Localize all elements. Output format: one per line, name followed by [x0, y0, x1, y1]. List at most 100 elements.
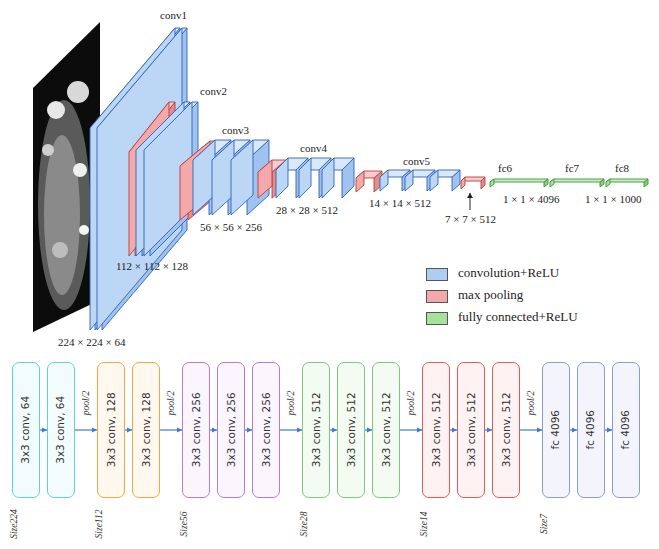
ct-blob: [52, 242, 68, 258]
flow-arrow: [605, 429, 612, 430]
dimension-label: 14 × 14 × 512: [369, 197, 431, 210]
conv-block-face: [299, 158, 311, 198]
legend-swatch: [426, 268, 448, 281]
pool-block-face: [258, 160, 272, 198]
flow-arrow: [40, 429, 47, 430]
pool-label: pool/2: [406, 391, 416, 415]
layer-label: 3x3 conv, 128: [140, 393, 152, 468]
size-label: Size7: [539, 514, 550, 534]
layer-label: 3x3 conv, 64: [55, 396, 67, 464]
pool-label: pool/2: [286, 391, 296, 415]
fc-block-top: [606, 179, 648, 182]
conv-block-face: [231, 140, 253, 215]
fc-box: fc 4096: [612, 362, 640, 498]
conv512-box: 3x3 conv, 512: [422, 362, 450, 498]
conv-block-face: [380, 170, 388, 191]
conv512-box: 3x3 conv, 512: [457, 362, 485, 498]
layer-label: 3x3 conv, 512: [465, 393, 477, 468]
flow-arrow: [245, 429, 252, 430]
conv256-box: 3x3 conv, 256: [252, 362, 280, 498]
layer-label: 3x3 conv, 512: [345, 393, 357, 468]
layer-label: 3x3 conv, 512: [310, 393, 322, 468]
conv512-box: 3x3 conv, 512: [302, 362, 330, 498]
fc-block-face: [490, 179, 494, 187]
size-label: Size14: [419, 512, 430, 537]
size-label: Size112: [94, 510, 105, 539]
ct-blob: [47, 101, 65, 119]
conv-block-face: [322, 158, 334, 198]
block-label: fc8: [615, 162, 629, 175]
conv-block-face: [276, 158, 288, 198]
dimension-label: 28 × 28 × 512: [276, 204, 338, 217]
ct-tissue: [38, 100, 90, 310]
pointer-arrow: [470, 193, 471, 210]
flow-arrow: [400, 429, 422, 430]
flow-arrow: [280, 429, 302, 430]
flow-arrow: [160, 429, 182, 430]
legend-swatch: [426, 290, 448, 303]
layer-label: 3x3 conv, 128: [105, 393, 117, 468]
block-label: conv3: [222, 124, 249, 137]
flow-arrow: [570, 429, 577, 430]
block-label: conv1: [160, 9, 187, 22]
ct-blob: [67, 81, 89, 103]
layer-label: 3x3 conv, 256: [190, 393, 202, 468]
conv512-box: 3x3 conv, 512: [372, 362, 400, 498]
legend-swatch: [426, 312, 448, 325]
flow-arrow: [365, 429, 372, 430]
fc-box: fc 4096: [542, 362, 570, 498]
legend-text: fully connected+ReLU: [458, 310, 578, 325]
conv512-box: 3x3 conv, 512: [492, 362, 520, 498]
pool-label: pool/2: [81, 391, 91, 415]
layer-label: 3x3 conv, 512: [500, 393, 512, 468]
conv64-box: 3x3 conv, 64: [12, 362, 40, 498]
pool-label: pool/2: [166, 391, 176, 415]
ct-tissue: [44, 135, 80, 295]
flow-arrow: [210, 429, 217, 430]
layer-label: 3x3 conv, 256: [260, 393, 272, 468]
dimension-label: 56 × 56 × 256: [200, 221, 262, 234]
flow-arrow: [520, 429, 542, 430]
layer-label: fc 4096: [550, 410, 562, 450]
layer-label: 3x3 conv, 64: [20, 396, 32, 464]
size-label: Size224: [9, 509, 20, 539]
size-label: Size28: [299, 512, 310, 537]
conv-block-face: [405, 170, 413, 191]
fc-box: fc 4096: [577, 362, 605, 498]
block-label: conv5: [403, 155, 430, 168]
layer-label: 3x3 conv, 256: [225, 393, 237, 468]
pool-block-face: [356, 171, 364, 192]
ct-blob: [42, 144, 54, 156]
conv256-box: 3x3 conv, 256: [217, 362, 245, 498]
fc-block-face: [606, 179, 610, 187]
conv128-box: 3x3 conv, 128: [97, 362, 125, 498]
flow-arrow: [75, 429, 97, 430]
ct-blob: [73, 163, 87, 177]
dimension-label: 1 × 1 × 1000: [585, 193, 641, 206]
fc-block-top: [550, 179, 604, 182]
layer-label: fc 4096: [620, 410, 632, 450]
dimension-label: 1 × 1 × 4096: [503, 193, 559, 206]
layer-label: 3x3 conv, 512: [380, 393, 392, 468]
flow-arrow: [330, 429, 337, 430]
dimension-label: 224 × 224 × 64: [58, 336, 125, 349]
block-label: fc6: [498, 162, 512, 175]
block-label: fc7: [565, 162, 579, 175]
block-label: conv2: [200, 85, 227, 98]
fc-block-top: [490, 179, 548, 182]
layer-label: fc 4096: [585, 410, 597, 450]
flow-arrow: [450, 429, 457, 430]
size-label: Size56: [179, 512, 190, 537]
fc-block-face: [550, 179, 554, 187]
block-label: conv4: [300, 142, 327, 155]
conv-block-face: [430, 170, 438, 191]
flow-arrow: [125, 429, 132, 430]
dimension-label: 7 × 7 × 512: [445, 213, 496, 226]
conv256-box: 3x3 conv, 256: [182, 362, 210, 498]
legend-text: max pooling: [458, 288, 523, 303]
conv512-box: 3x3 conv, 512: [337, 362, 365, 498]
flow-arrow: [485, 429, 492, 430]
ct-blob: [79, 225, 89, 235]
conv128-box: 3x3 conv, 128: [132, 362, 160, 498]
